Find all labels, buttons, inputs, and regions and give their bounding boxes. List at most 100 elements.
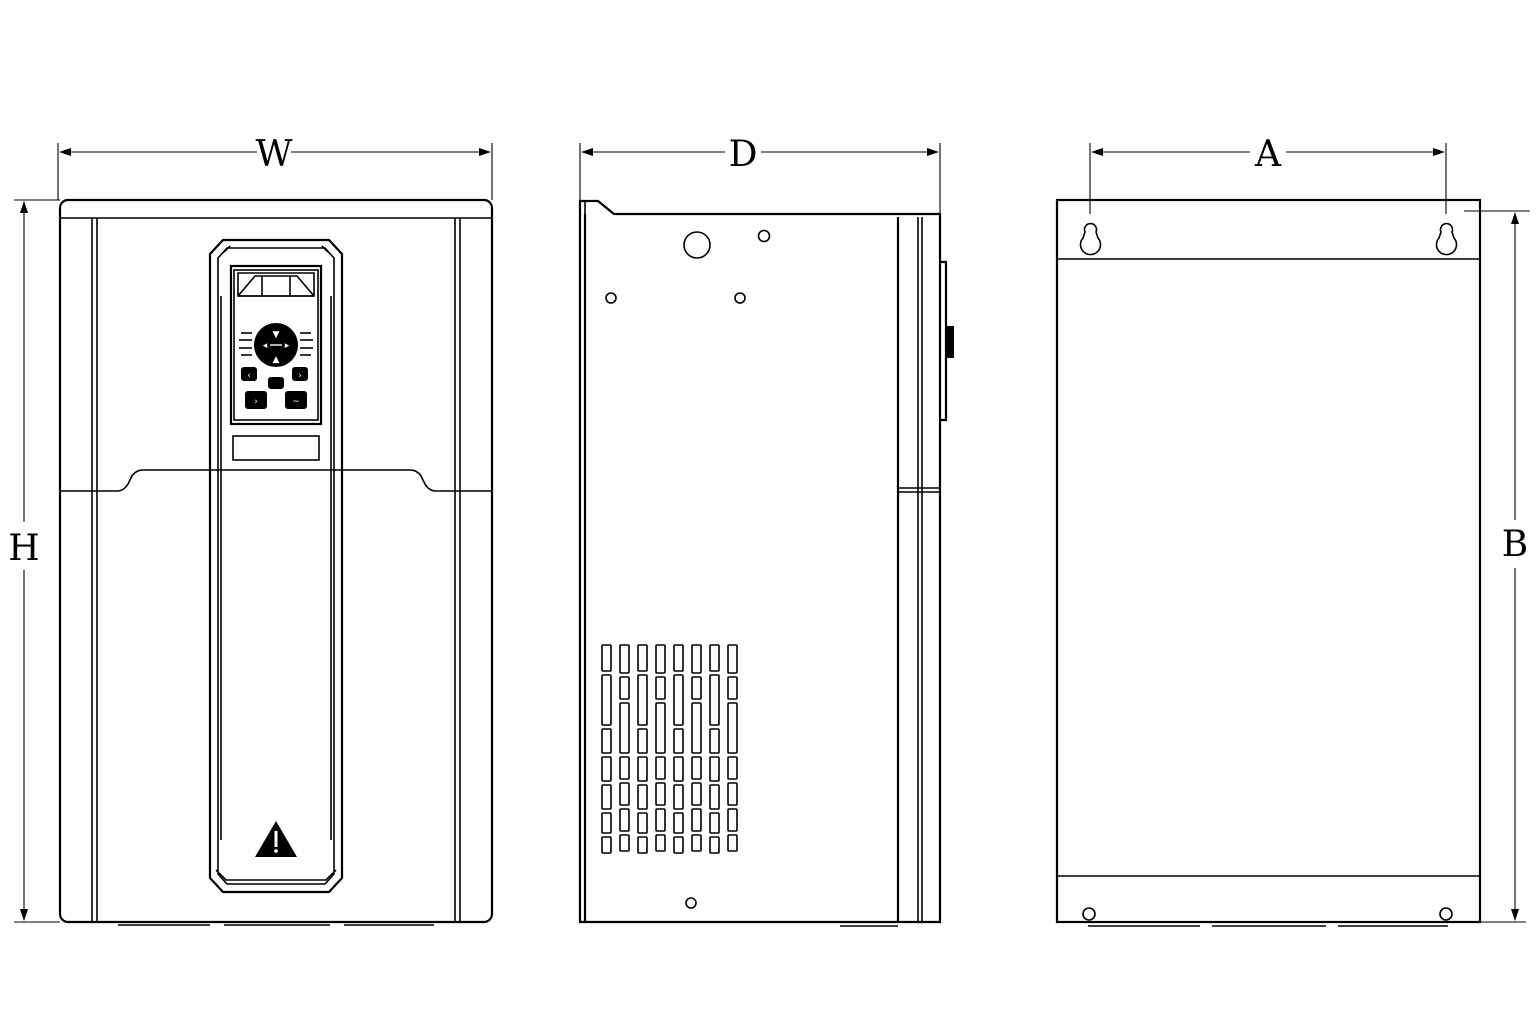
vent-slot [619, 834, 630, 852]
vent-slot [727, 676, 738, 700]
vent-slot [601, 784, 612, 810]
vent-slot [709, 836, 720, 854]
vent-slot [727, 808, 738, 832]
vent-slot [601, 644, 612, 672]
vent-slot [637, 784, 648, 810]
vent-slot [655, 756, 666, 780]
vent-slot [709, 812, 720, 834]
ventilation-slots [601, 644, 738, 854]
vent-slot [601, 836, 612, 854]
cable-entry-hole [683, 231, 711, 259]
hole-spacing-a-dimension: A [1089, 134, 1447, 214]
vent-slot [637, 756, 648, 782]
vent-slot [691, 676, 702, 700]
vent-slot [619, 782, 630, 806]
svg-text:›: › [298, 371, 302, 381]
vent-slot [601, 674, 612, 726]
vent-slot [637, 644, 648, 672]
vent-slot [619, 676, 630, 700]
vent-slot [691, 782, 702, 806]
vent-slot [673, 674, 684, 726]
vent-slot [691, 808, 702, 832]
vent-slot [709, 756, 720, 782]
vent-slot [673, 784, 684, 810]
key-enter [268, 377, 284, 389]
vent-slot [619, 644, 630, 674]
vent-slot [673, 812, 684, 834]
warning-triangle-icon [255, 821, 297, 857]
vent-slot [655, 782, 666, 806]
vent-slot [619, 808, 630, 832]
height-dimension: H [8, 199, 60, 923]
key-right [292, 367, 308, 381]
vent-slot [691, 834, 702, 852]
front-housing [58, 198, 494, 924]
hole-spacing-b-label: B [1502, 524, 1528, 565]
svg-text:◂: ◂ [263, 341, 268, 351]
bottom-mounting-hole-left [1082, 907, 1096, 921]
svg-text:▼: ▼ [273, 330, 280, 340]
svg-text:~: ~ [292, 397, 300, 407]
vent-slot [637, 812, 648, 834]
depth-dimension: D [579, 134, 941, 218]
key-stop [285, 391, 307, 409]
side-housing [578, 199, 942, 924]
vent-slot [709, 644, 720, 672]
control-keypad-icon: ▼ ▲ ◂ ▸ ‹ › › ~ [229, 264, 323, 426]
vent-slot [655, 702, 666, 754]
keyhole-slot-icon [1079, 222, 1102, 256]
bottom-mounting-hole-right [1439, 907, 1453, 921]
display-window [237, 275, 315, 297]
vent-slot [709, 728, 720, 754]
vent-slot [727, 756, 738, 780]
vent-slot [601, 728, 612, 754]
back-view: A B [1055, 134, 1530, 927]
vent-slot [655, 834, 666, 852]
svg-text:▲: ▲ [273, 355, 280, 365]
key-run [245, 391, 267, 409]
vent-slot [727, 782, 738, 806]
vent-slot [655, 808, 666, 832]
vent-slot [637, 674, 648, 726]
vent-slot [709, 674, 720, 726]
vent-slot [601, 756, 612, 782]
vent-slot [655, 644, 666, 674]
vent-slot [655, 676, 666, 700]
width-label: W [255, 134, 292, 175]
height-label: H [8, 528, 39, 569]
label-plate [232, 435, 320, 461]
vent-slot [619, 756, 630, 780]
back-plate [1055, 198, 1482, 924]
key-left [241, 367, 257, 381]
width-dimension: W [57, 134, 493, 200]
vent-slot [709, 784, 720, 810]
svg-text:›: › [254, 397, 258, 407]
cover-seam [60, 469, 492, 492]
vent-slot [691, 756, 702, 780]
vent-slot [673, 836, 684, 854]
svg-text:‹: ‹ [247, 371, 251, 381]
vent-slot [601, 812, 612, 834]
vent-slot [673, 728, 684, 754]
hole-spacing-a-label: A [1254, 134, 1282, 175]
front-view: W H [8, 134, 494, 926]
vent-slot [727, 702, 738, 754]
vent-slot [691, 644, 702, 674]
side-view: D [578, 134, 954, 927]
vent-slot [673, 756, 684, 782]
vent-slot [727, 834, 738, 852]
keyhole-slot-icon [1435, 222, 1458, 256]
vent-slot [637, 728, 648, 754]
vent-slot [673, 644, 684, 672]
keypad-bezel [208, 238, 344, 894]
keypad-housing [229, 264, 323, 426]
vent-slot [727, 644, 738, 674]
depth-label: D [729, 134, 758, 175]
hole-spacing-b-dimension: B [1464, 210, 1530, 923]
vent-slot [691, 702, 702, 754]
vent-slot [637, 836, 648, 854]
vent-slot [619, 702, 630, 754]
svg-text:▸: ▸ [285, 341, 290, 351]
